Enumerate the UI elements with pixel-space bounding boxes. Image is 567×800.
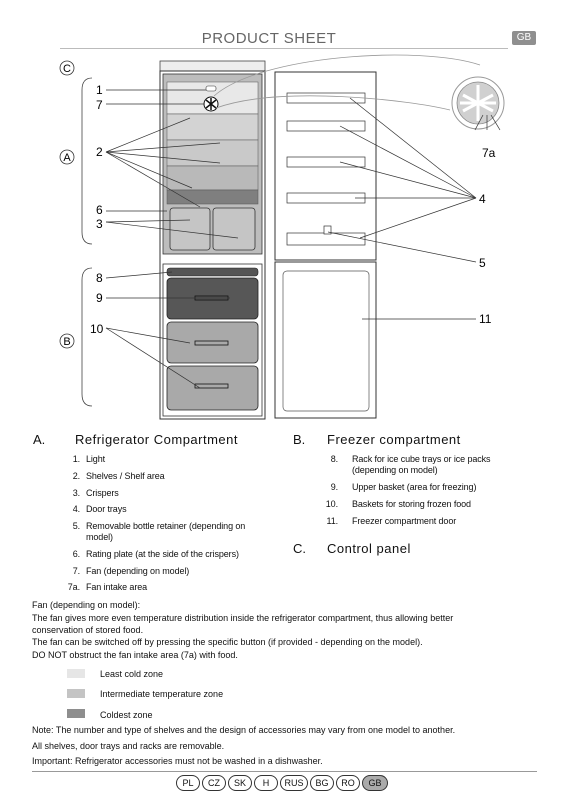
- fan-heading: Fan (depending on model):: [32, 600, 141, 610]
- lang-button-pl[interactable]: PL: [176, 775, 200, 791]
- callout-7: 7: [96, 98, 103, 112]
- callout-A: A: [63, 152, 71, 164]
- upper-basket: [166, 277, 259, 320]
- intermediate-swatch: [67, 689, 85, 698]
- callout-7a: 7a: [482, 146, 496, 160]
- removable-text: All shelves, door trays and racks are re…: [32, 741, 225, 751]
- page-title: PRODUCT SHEET: [201, 30, 337, 47]
- fan-description: The fan gives more even temperature dist…: [32, 613, 454, 635]
- callout-9: 9: [96, 291, 103, 305]
- light-icon: [205, 85, 217, 92]
- callout-1: 1: [96, 83, 103, 97]
- callout-4: 4: [479, 192, 486, 206]
- list-item: 5.Removable bottle retainer (depending o…: [72, 521, 246, 542]
- control-panel: [159, 60, 266, 72]
- freezer-basket-1: [166, 321, 259, 364]
- lang-button-gb[interactable]: GB: [362, 775, 388, 791]
- important-text: Important: Refrigerator accessories must…: [32, 756, 323, 766]
- footer-divider: [32, 771, 537, 772]
- lang-button-rus[interactable]: RUS: [280, 775, 308, 791]
- callout-8: 8: [96, 271, 103, 285]
- list-item: 8.Rack for ice cube trays or ice packs (…: [330, 454, 491, 475]
- ice-tray-rack: [166, 267, 259, 277]
- fan-intake-icon: [451, 76, 505, 130]
- fridge-diagram: C A B 1 7 2 6 3 8 9 10 7a 4 5 11: [59, 54, 505, 420]
- callout-3: 3: [96, 217, 103, 231]
- section-b-title: Freezer compartment: [327, 432, 461, 447]
- callout-6: 6: [96, 203, 103, 217]
- callout-2: 2: [96, 145, 103, 159]
- freezer-door: [274, 261, 377, 419]
- callout-5: 5: [479, 256, 486, 270]
- callout-10: 10: [90, 322, 104, 336]
- coldest-label: Coldest zone: [100, 710, 153, 720]
- coldest-swatch: [67, 709, 85, 718]
- language-tag: GB: [512, 31, 536, 45]
- callout-11: 11: [479, 312, 492, 326]
- section-a-letter: A.: [33, 432, 46, 447]
- section-c-title: Control panel: [327, 541, 411, 556]
- intermediate-label: Intermediate temperature zone: [100, 689, 224, 699]
- fan-warning: DO NOT obstruct the fan intake area (7a)…: [32, 650, 238, 660]
- crisper-left: [169, 207, 211, 251]
- section-b-letter: B.: [293, 432, 306, 447]
- lang-button-cz[interactable]: CZ: [202, 775, 226, 791]
- section-a-title: Refrigerator Compartment: [75, 432, 238, 447]
- crisper-right: [212, 207, 256, 251]
- note-text: Note: The number and type of shelves and…: [32, 725, 456, 735]
- fan-icon: [203, 96, 219, 112]
- callout-C: C: [63, 63, 71, 75]
- least-cold-swatch: [67, 669, 85, 678]
- lang-button-sk[interactable]: SK: [228, 775, 252, 791]
- lang-button-ro[interactable]: RO: [336, 775, 360, 791]
- callout-B: B: [63, 336, 70, 348]
- fan-switch-note: The fan can be switched off by pressing …: [32, 637, 423, 647]
- lang-button-bg[interactable]: BG: [310, 775, 334, 791]
- section-c-letter: C.: [293, 541, 306, 556]
- lang-button-h[interactable]: H: [254, 775, 278, 791]
- header-divider: [60, 48, 508, 49]
- bottle-retainer: [323, 225, 332, 235]
- least-cold-label: Least cold zone: [100, 669, 164, 679]
